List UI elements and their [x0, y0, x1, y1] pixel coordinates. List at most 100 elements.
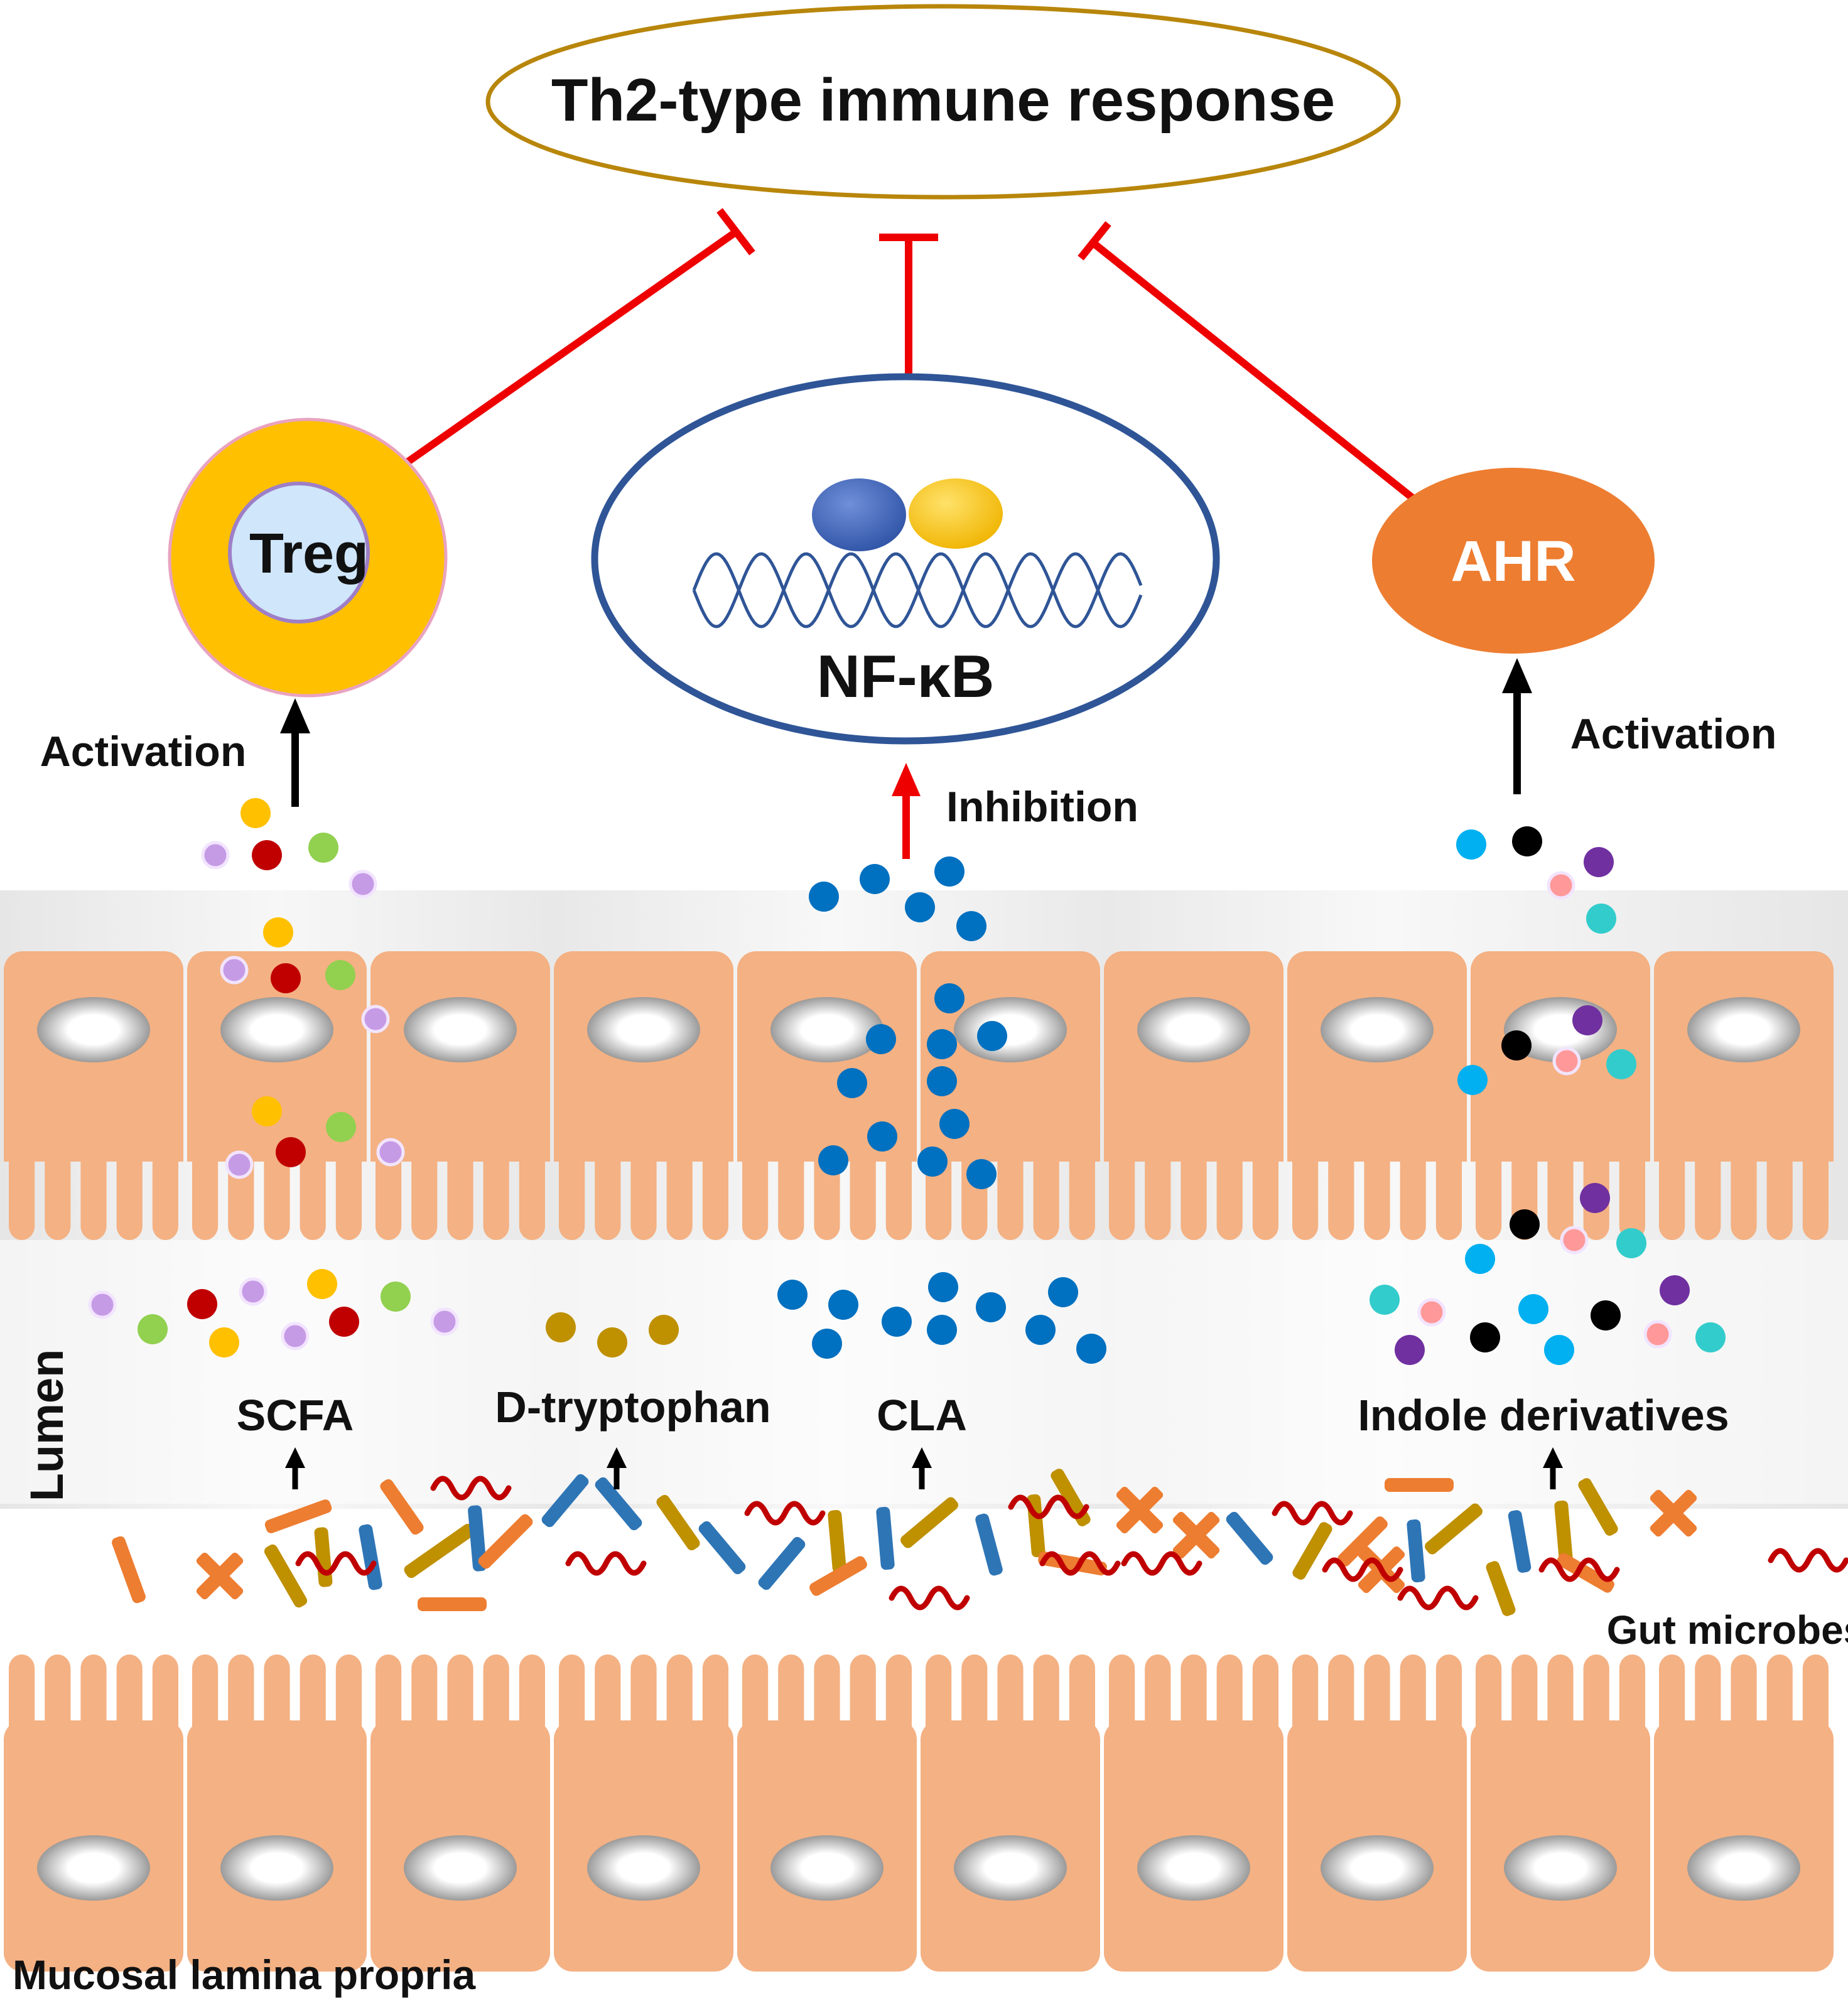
- ahr-inhibition-bar: [1078, 221, 1111, 261]
- microvillus: [192, 1143, 219, 1240]
- cell-nucleus: [954, 997, 1067, 1062]
- microbe-rod: [828, 1509, 846, 1573]
- metabolite-dot: [1572, 1005, 1602, 1035]
- microvillus: [1435, 1143, 1462, 1240]
- metabolite-dot: [1470, 1322, 1500, 1352]
- metabolite-dot: [326, 1112, 356, 1142]
- epithelial-cell: [1287, 951, 1467, 1240]
- microbe-rod: [404, 1523, 475, 1579]
- microvillus: [1547, 1143, 1574, 1240]
- metabolite-dot: [138, 1314, 168, 1344]
- microbe-rod: [900, 1497, 958, 1548]
- epithelial-cell: [187, 1654, 367, 1972]
- microbe-rod: [478, 1514, 533, 1569]
- cell-nucleus: [1687, 1835, 1800, 1901]
- epithelial-cell: [737, 1654, 917, 1972]
- nfkb-ellipse: [591, 373, 1220, 745]
- lower-epithelial-layer: [4, 1654, 1834, 1972]
- lamina-propria-label: Mucosal lamina propria: [13, 1951, 476, 1998]
- treg-activation-arrow: [280, 698, 310, 807]
- epithelial-cell: [554, 951, 733, 1240]
- cell-nucleus: [954, 1835, 1067, 1901]
- metabolite-dot: [905, 892, 935, 922]
- metabolite-dot: [1547, 871, 1575, 900]
- metabolite-dot: [837, 1068, 867, 1098]
- microvillus: [447, 1143, 473, 1240]
- nfkb-inhibition-arrow: [892, 763, 921, 859]
- cell-base: [554, 1143, 733, 1162]
- cell-nucleus: [404, 997, 517, 1062]
- cell-nucleus: [1504, 1835, 1617, 1901]
- microvillus: [116, 1143, 143, 1240]
- metabolite-dot: [1417, 1298, 1446, 1327]
- microbe-rod: [1554, 1500, 1573, 1564]
- microvillus: [1400, 1143, 1426, 1240]
- metabolite-dot: [649, 1315, 679, 1345]
- microvillus: [1033, 1143, 1059, 1240]
- epithelial-cell: [1104, 1654, 1283, 1972]
- gut-microbes-label: Gut microbes: [1607, 1607, 1848, 1653]
- metabolite-dot: [828, 1290, 858, 1320]
- cell-nucleus: [1137, 997, 1250, 1062]
- metabolite-dot: [882, 1307, 912, 1337]
- microbe-rod: [656, 1494, 700, 1551]
- microvillus: [300, 1143, 326, 1240]
- microbe-rod: [595, 1477, 642, 1531]
- cell-nucleus: [770, 997, 883, 1062]
- microvillus: [411, 1143, 438, 1240]
- cell-nucleus: [1321, 1835, 1434, 1901]
- metabolite-dot: [1518, 1294, 1548, 1324]
- microvillus: [1731, 1143, 1757, 1240]
- metabolite-dot: [1580, 1183, 1610, 1213]
- metabolite-dot: [1501, 1030, 1532, 1060]
- microvillus: [1109, 1143, 1135, 1240]
- metabolite-dot: [349, 870, 377, 899]
- dna-strand-2: [692, 552, 1143, 629]
- metabolite-dot: [381, 1282, 411, 1312]
- microvillus: [666, 1143, 693, 1240]
- metabolite-dot: [271, 963, 301, 993]
- metabolite-dot: [1586, 904, 1616, 934]
- microbe-rod: [1407, 1519, 1425, 1583]
- microvillus: [997, 1143, 1024, 1240]
- microbe-cross: [196, 1552, 244, 1600]
- microvillus: [9, 1143, 35, 1240]
- epithelial-cell: [921, 1654, 1100, 1972]
- microvillus: [1328, 1143, 1354, 1240]
- microvillus: [778, 1143, 804, 1240]
- cell-base: [921, 1143, 1100, 1162]
- ahr-activation-arrow: [1502, 658, 1532, 794]
- metabolite-dot: [1616, 1228, 1646, 1258]
- nfkb-subunit-yellow: [909, 478, 1003, 549]
- microvillus: [519, 1143, 545, 1240]
- microbe-rod: [418, 1597, 487, 1611]
- cell-nucleus: [587, 1835, 700, 1901]
- metabolite-dot: [818, 1145, 848, 1175]
- ahr-activation-label: Activation: [1570, 710, 1777, 758]
- metabolite-dot: [325, 960, 355, 990]
- metabolite-dot: [966, 1159, 997, 1189]
- metabolite-dot: [1510, 1209, 1540, 1239]
- cell-nucleus: [404, 1835, 517, 1901]
- cell-nucleus: [37, 997, 150, 1062]
- metabolite-dot: [977, 1021, 1007, 1051]
- metabolite-dot: [597, 1327, 627, 1357]
- metabolite-dot: [1560, 1226, 1589, 1255]
- ahr-label: AHR: [1451, 529, 1575, 593]
- metabolite-dot: [917, 1147, 948, 1177]
- metabolite-dot: [1456, 829, 1486, 860]
- metabolite-dot: [1660, 1275, 1690, 1305]
- metabolite-dot: [1643, 1320, 1672, 1349]
- microbe-cross: [1172, 1511, 1220, 1559]
- microvillus: [1695, 1143, 1721, 1240]
- microvillus: [1364, 1143, 1390, 1240]
- microvillus: [1476, 1143, 1502, 1240]
- microbe-squiggle: [295, 1551, 377, 1576]
- metabolite-arrows: [285, 1447, 1563, 1489]
- metabolite-dot: [187, 1289, 217, 1319]
- epithelial-cell: [187, 951, 367, 1240]
- microvillus: [742, 1143, 769, 1240]
- microbe-rod: [876, 1506, 895, 1570]
- treg-activation-label: Activation: [40, 728, 247, 775]
- microbe-squiggle: [565, 1551, 647, 1576]
